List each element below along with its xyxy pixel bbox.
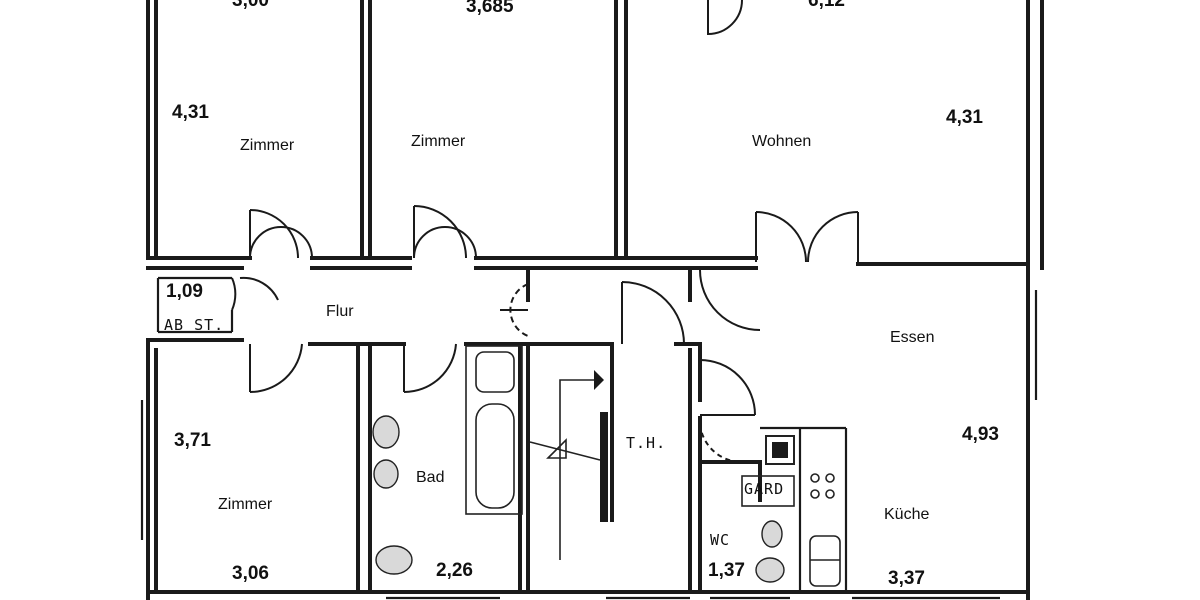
dimension-essen-depth: 4,93: [962, 424, 999, 445]
hall-walls: [146, 266, 758, 346]
kitchen-fixtures: [741, 435, 841, 587]
dimension-labels: 3,00 3,685 6,12 4,31 4,31 1,09 3,71 4,93…: [166, 0, 999, 589]
windows: [140, 290, 1038, 600]
dimension-wohnen-depth: 4,31: [946, 107, 983, 128]
dimension-top-middle-width: 3,685: [466, 0, 514, 17]
dimension-zimmer-bottom-width: 3,06: [232, 563, 269, 584]
room-label-garderobe: GARD: [744, 480, 784, 498]
room-label-wc: WC: [710, 531, 730, 549]
bath-fixtures: [372, 345, 785, 583]
dimension-bad-width: 2,26: [436, 560, 473, 581]
dimension-zimmer-bottom-depth: 3,71: [174, 430, 211, 451]
doors: [231, 0, 859, 464]
dimension-abstell-size: 1,09: [166, 281, 203, 302]
room-label-zimmer-top-middle: Zimmer: [411, 133, 466, 150]
outer-walls: [146, 0, 1044, 600]
room-labels: Zimmer Zimmer Wohnen Flur Essen Zimmer B…: [164, 133, 934, 549]
dimension-kueche-width: 3,37: [888, 568, 925, 589]
dimension-wc-width: 1,37: [708, 560, 745, 581]
room-label-abstellraum: AB ST.: [164, 316, 224, 334]
lower-room-walls: [154, 342, 848, 594]
room-label-kueche: Küche: [884, 506, 929, 523]
room-label-zimmer-bottom-left: Zimmer: [218, 496, 273, 513]
stairs: [529, 370, 608, 560]
room-label-bad: Bad: [416, 469, 444, 486]
room-label-essen: Essen: [890, 329, 934, 346]
room-label-treppenhaus: T.H.: [626, 434, 666, 452]
dimension-top-right-width: 6,12: [808, 0, 845, 11]
dimension-left-room-depth: 4,31: [172, 102, 209, 123]
room-label-flur: Flur: [326, 303, 354, 320]
room-label-zimmer-top-left: Zimmer: [240, 137, 295, 154]
room-label-wohnen: Wohnen: [752, 133, 811, 150]
top-room-walls: [146, 0, 1030, 266]
dimension-top-left-width: 3,00: [232, 0, 269, 11]
